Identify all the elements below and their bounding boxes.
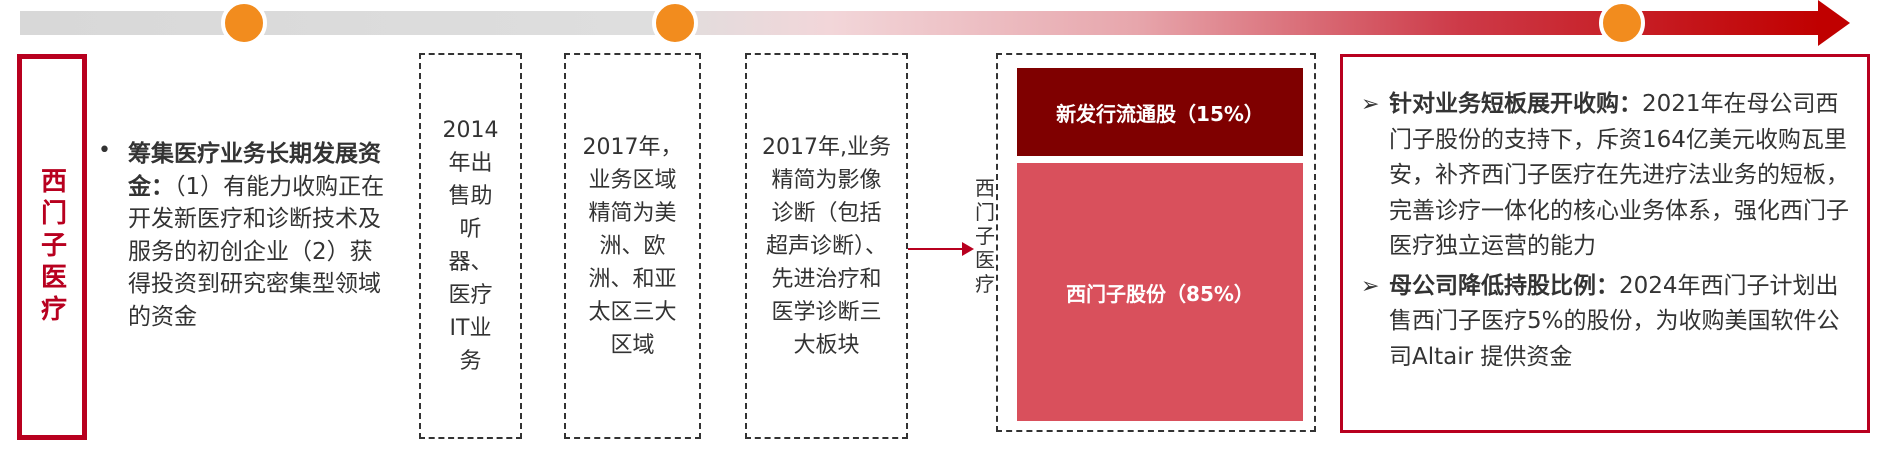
timeline-box-2014-text: 2014年出售助听器、医疗IT业务 xyxy=(442,118,499,374)
strategy-item-title: 针对业务短板展开收购： xyxy=(1389,91,1642,117)
timeline-box-2017-business-text: 2017年,业务精简为影像诊断（包括超声诊断）、先进治疗和医学诊断三大板块 xyxy=(762,134,891,358)
strategy-item-body: 2024年西门子计划出售西门子医疗5%的股份，为收购美国软件公司Altair 提… xyxy=(1389,272,1840,370)
equity-structure-box xyxy=(996,53,1316,432)
equity-parent-shares-block: 西门子股份（85%） xyxy=(1017,163,1303,421)
strategy-item-title: 母公司降低持股比例： xyxy=(1389,272,1619,299)
timeline-arrow-bar xyxy=(20,11,1820,35)
equity-new-shares-block: 新发行流通股（15%） xyxy=(1017,68,1303,156)
timeline-dot-3 xyxy=(1599,0,1645,46)
strategy-item: ➢ 针对业务短板展开收购：2021年在母公司西门子股份的支持下，斥资164亿美元… xyxy=(1359,87,1851,265)
funding-purpose-title: 筹集医疗业务长期发展资金： xyxy=(128,141,381,200)
arrow-right-icon: ➢ xyxy=(1361,273,1380,299)
arrow-right-icon: ➢ xyxy=(1361,92,1380,117)
bullet-dot-icon: • xyxy=(98,138,111,163)
timeline-box-2014: 2014年出售助听器、医疗IT业务 xyxy=(419,53,522,439)
connector-line xyxy=(908,248,964,250)
strategy-item-body: 2021年在母公司西门子股份的支持下，斥资164亿美元收购瓦里安，补齐西门子医疗… xyxy=(1389,91,1849,259)
side-label-text: 西门子医疗 xyxy=(36,167,67,327)
timeline-box-2017-region-text: 2017年，业务区域精简为美洲、欧洲、和亚太区三大区域 xyxy=(582,134,683,358)
side-label-box: 西门子医疗 xyxy=(17,54,87,440)
subsidiary-label: 西门子医疗 xyxy=(975,176,995,296)
timeline-box-2017-business: 2017年,业务精简为影像诊断（包括超声诊断）、先进治疗和医学诊断三大板块 xyxy=(745,53,908,439)
strategy-box: ➢ 针对业务短板展开收购：2021年在母公司西门子股份的支持下，斥资164亿美元… xyxy=(1340,54,1870,433)
funding-purpose-block: • 筹集医疗业务长期发展资金：（1）有能力收购正在开发新医疗和诊断技术及服务的初… xyxy=(98,138,388,333)
equity-new-shares-label: 新发行流通股（15%） xyxy=(1056,101,1264,126)
equity-parent-shares-label: 西门子股份（85%） xyxy=(1066,281,1254,306)
funding-purpose-text: 筹集医疗业务长期发展资金：（1）有能力收购正在开发新医疗和诊断技术及服务的初创企… xyxy=(128,138,388,333)
timeline-box-2017-region: 2017年，业务区域精简为美洲、欧洲、和亚太区三大区域 xyxy=(564,53,701,439)
strategy-item: ➢ 母公司降低持股比例：2024年西门子计划出售西门子医疗5%的股份，为收购美国… xyxy=(1359,269,1851,376)
timeline-dot-1 xyxy=(221,0,267,46)
timeline-arrow-head xyxy=(1818,0,1850,46)
timeline-dot-2 xyxy=(652,0,698,46)
funding-purpose-body: （1）有能力收购正在开发新医疗和诊断技术及服务的初创企业（2）获得投资到研究密集… xyxy=(128,173,385,330)
connector-arrow-icon xyxy=(962,242,974,256)
